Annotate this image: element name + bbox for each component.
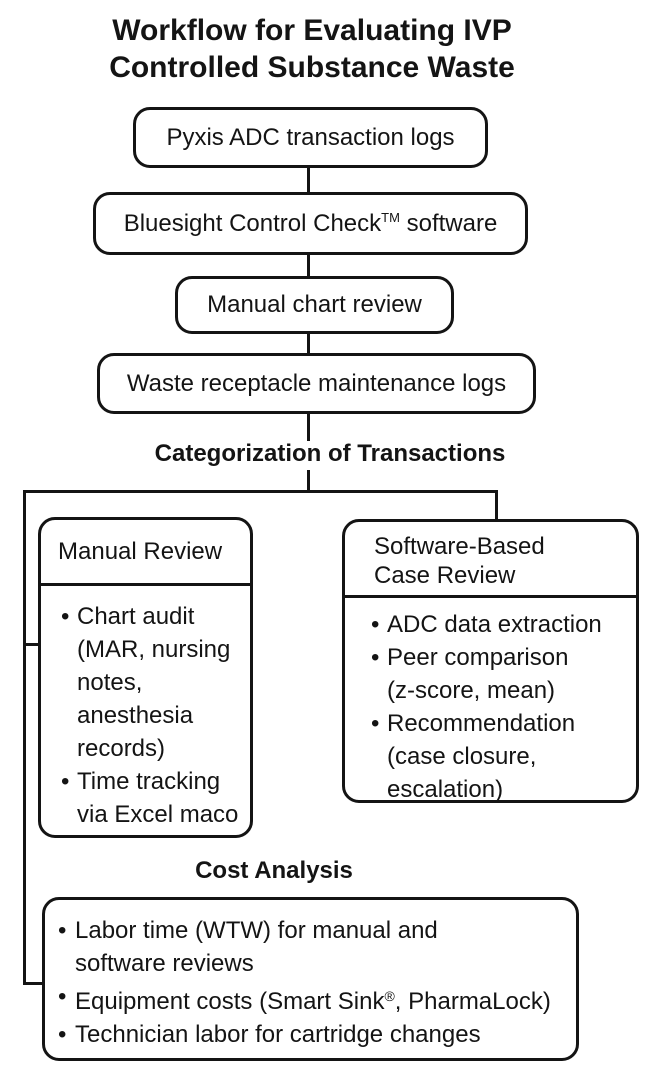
list-item: • Equipment costs (Smart Sink®, PharmaLo… <box>58 980 570 1018</box>
list-item: • ADC data extraction <box>371 608 632 641</box>
flow-box-manual-chart-review: Manual chart review <box>175 276 454 334</box>
list-item: • Chart audit (MAR, nursing notes, anest… <box>61 600 246 765</box>
manual-review-box: Manual Review • Chart audit (MAR, nursin… <box>38 517 253 838</box>
left-bracket-vertical <box>23 490 26 985</box>
flow-box-label: Pyxis ADC transaction logs <box>166 123 455 151</box>
label-text: software <box>399 209 498 237</box>
list-item: • Technician labor for cartridge changes <box>58 1018 570 1051</box>
bullet-icon: • <box>58 917 67 944</box>
section-label-categorization: Categorization of Transactions <box>154 440 506 467</box>
connector-stem-5 <box>307 470 310 491</box>
connector-stem-1 <box>307 166 310 193</box>
cost-analysis-box: • Labor time (WTW) for manual and softwa… <box>42 897 579 1061</box>
list-item-text: Time tracking via Excel maco <box>77 768 239 828</box>
software-review-box: Software-Based Case Review • ADC data ex… <box>342 519 639 803</box>
flow-box-waste-receptacle-logs: Waste receptacle maintenance logs <box>97 353 536 414</box>
branch-line-horizontal <box>23 490 498 493</box>
manual-review-list: • Chart audit (MAR, nursing notes, anest… <box>41 586 250 831</box>
list-item-text: Recommendation (case closure, escalation… <box>387 710 576 803</box>
list-item-text: Labor time (WTW) for manual and software… <box>75 917 438 977</box>
flow-box-label: Bluesight Control CheckTM software <box>124 210 498 238</box>
bullet-icon: • <box>371 644 380 671</box>
flow-box-label: Waste receptacle maintenance logs <box>126 369 507 397</box>
cost-analysis-list: • Labor time (WTW) for manual and softwa… <box>45 900 576 1051</box>
list-item: • Peer comparison (z-score, mean) <box>371 641 632 707</box>
connector-stem-2 <box>307 254 310 277</box>
bullet-icon: • <box>58 983 67 1010</box>
label-text: Bluesight Control Check <box>123 209 382 237</box>
branch-stem-right <box>495 490 498 522</box>
section-label-cost-analysis: Cost Analysis <box>195 857 353 884</box>
list-item-text: Peer comparison (z-score, mean) <box>387 644 569 704</box>
connector-stem-3 <box>307 333 310 354</box>
bullet-icon: • <box>58 1021 67 1048</box>
trademark-symbol: TM <box>381 209 400 225</box>
page-title: Workflow for Evaluating IVP Controlled S… <box>109 14 515 84</box>
list-item: • Recommendation (case closure, escalati… <box>371 707 632 806</box>
registered-symbol: ® <box>384 988 395 1004</box>
label-text: , PharmaLock) <box>394 988 551 1015</box>
software-review-header: Software-Based Case Review <box>345 522 636 598</box>
list-item-text: ADC data extraction <box>387 611 602 638</box>
list-item: • Labor time (WTW) for manual and softwa… <box>58 914 570 980</box>
list-item: • Time tracking via Excel maco <box>61 765 246 831</box>
flow-box-pyxis-logs: Pyxis ADC transaction logs <box>133 107 488 168</box>
bullet-icon: • <box>371 611 380 638</box>
manual-review-header: Manual Review <box>41 520 250 586</box>
bullet-icon: • <box>61 768 70 795</box>
list-item-text: Equipment costs (Smart Sink®, PharmaLock… <box>75 980 551 1018</box>
flow-box-label: Manual chart review <box>207 291 422 318</box>
software-review-list: • ADC data extraction • Peer comparison … <box>345 598 636 806</box>
bullet-icon: • <box>371 710 380 737</box>
bracket-bottom-horizontal <box>23 982 45 985</box>
label-text: Equipment costs (Smart Sink <box>75 988 385 1015</box>
list-item-text: Chart audit (MAR, nursing notes, anesthe… <box>77 603 231 762</box>
bracket-tick-manual <box>23 643 39 646</box>
list-item-text: Technician labor for cartridge changes <box>75 1021 481 1048</box>
bullet-icon: • <box>61 603 70 630</box>
connector-stem-4 <box>307 413 310 441</box>
flow-box-bluesight-software: Bluesight Control CheckTM software <box>93 192 528 255</box>
